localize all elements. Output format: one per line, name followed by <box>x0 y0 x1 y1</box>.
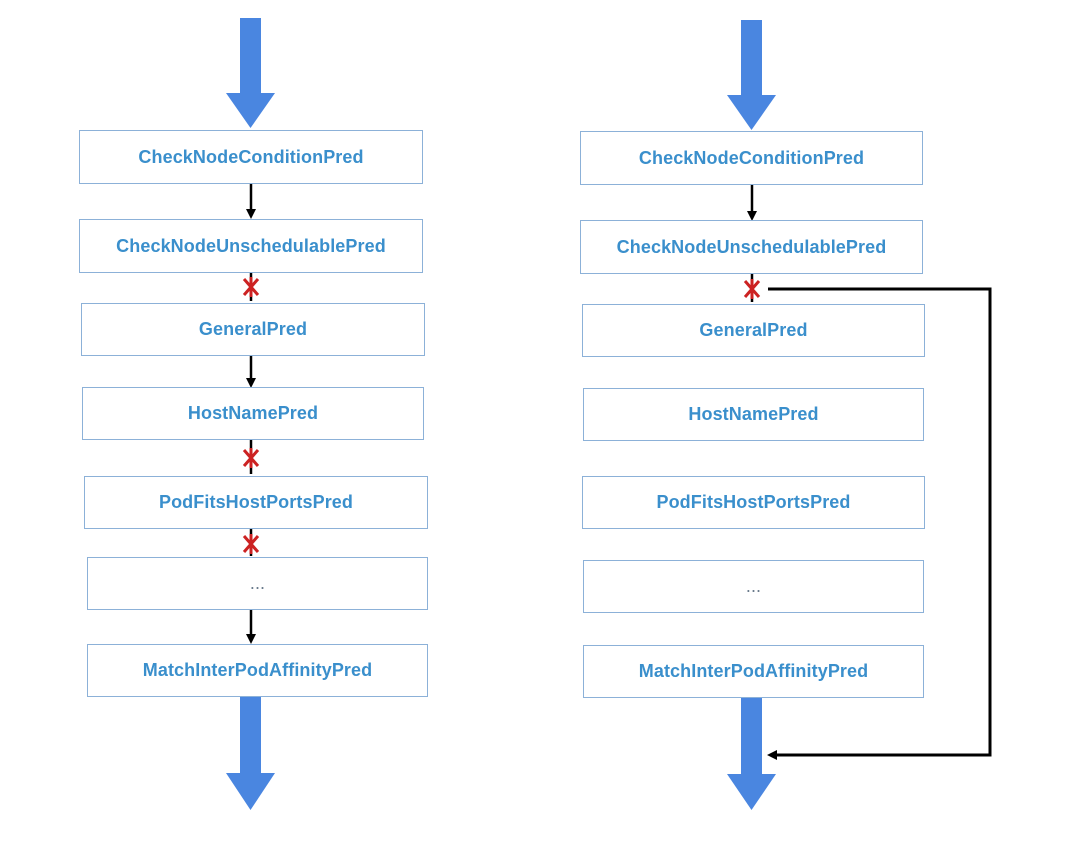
left-link-5-fail <box>242 529 260 556</box>
right-node-check-node-unschedulable: CheckNodeUnschedulablePred <box>580 220 923 274</box>
left-node-general: GeneralPred <box>81 303 425 356</box>
right-node-ellipsis: ... <box>583 560 924 613</box>
right-cross-icon <box>743 279 761 299</box>
right-entry-arrow <box>727 20 776 130</box>
left-link-2-fail <box>242 273 260 301</box>
left-cross-2-icon <box>242 448 260 468</box>
left-node-pod-fits-host-ports: PodFitsHostPortsPred <box>84 476 428 529</box>
right-node-general: GeneralPred <box>582 304 925 357</box>
left-exit-arrow <box>226 697 275 810</box>
left-link-4-fail <box>242 440 260 474</box>
right-link-2-fail <box>743 274 761 302</box>
left-node-host-name: HostNamePred <box>82 387 424 440</box>
left-node-match-inter-pod-affinity: MatchInterPodAffinityPred <box>87 644 428 697</box>
right-node-match-inter-pod-affinity: MatchInterPodAffinityPred <box>583 645 924 698</box>
right-exit-arrow <box>727 698 776 810</box>
left-cross-3-icon <box>242 534 260 554</box>
right-bypass-connector <box>767 287 992 760</box>
right-node-check-node-condition: CheckNodeConditionPred <box>580 131 923 185</box>
right-node-pod-fits-host-ports: PodFitsHostPortsPred <box>582 476 925 529</box>
left-entry-arrow <box>226 18 275 128</box>
right-node-host-name: HostNamePred <box>583 388 924 441</box>
left-node-check-node-condition: CheckNodeConditionPred <box>79 130 423 184</box>
left-cross-1-icon <box>242 277 260 297</box>
left-node-check-node-unschedulable: CheckNodeUnschedulablePred <box>79 219 423 273</box>
left-node-ellipsis: ... <box>87 557 428 610</box>
